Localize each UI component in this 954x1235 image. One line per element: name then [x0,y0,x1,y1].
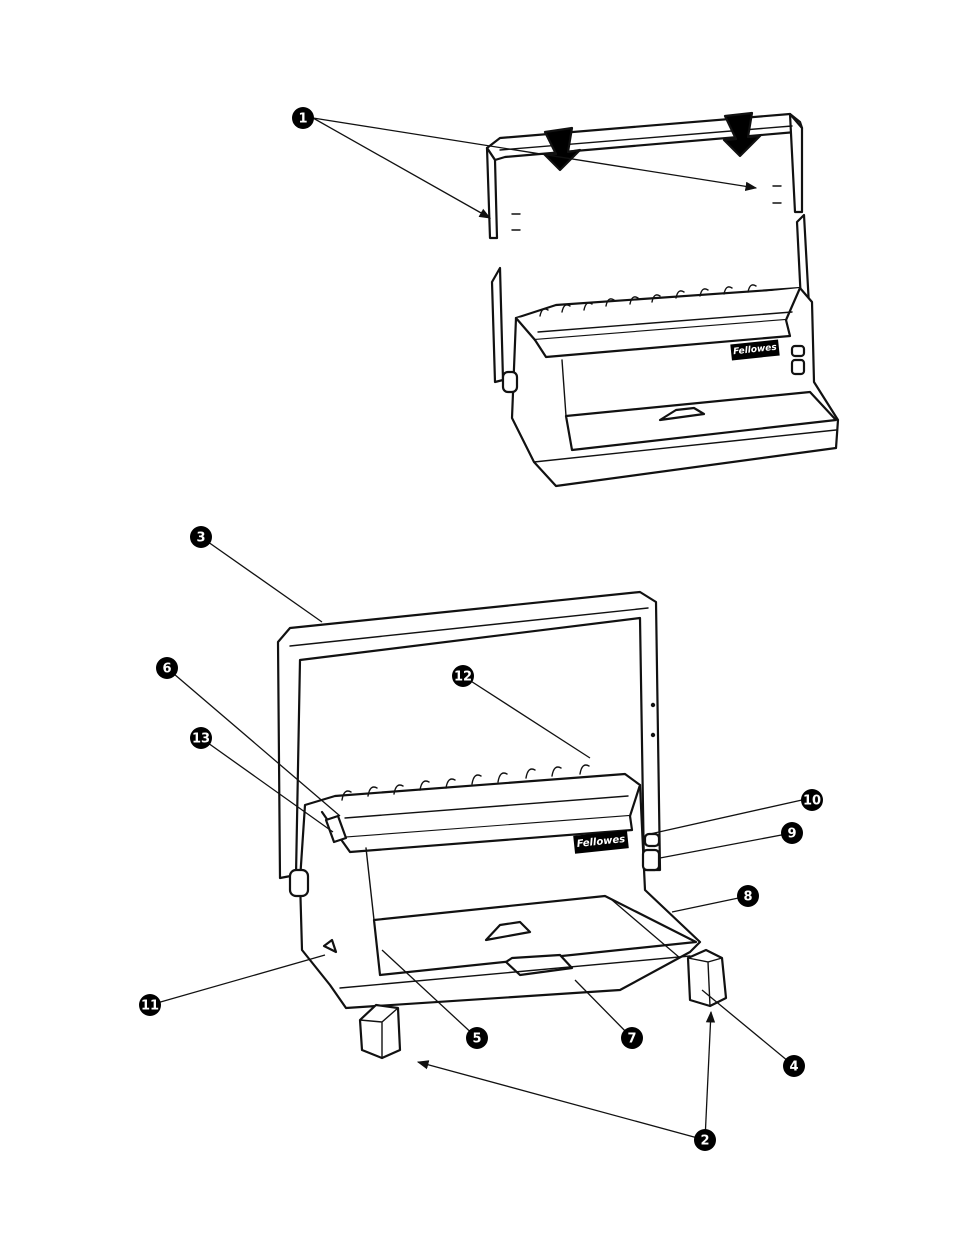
svg-text:8: 8 [743,890,752,905]
svg-text:2: 2 [700,1134,709,1149]
svg-text:4: 4 [789,1060,798,1075]
svg-text:3: 3 [196,531,205,546]
bottom-machine-body [290,774,700,1008]
callout-6: 6 [156,657,178,679]
callout-3: 3 [190,526,212,548]
svg-text:5: 5 [472,1032,481,1047]
callout-13: 13 [190,727,212,749]
top-handle [487,113,802,238]
callout-7: 7 [621,1027,643,1049]
callout-12: 12 [452,665,474,687]
svg-text:12: 12 [454,670,472,685]
right-foot [688,950,726,1006]
bottom-assembly-illustration: Fellowes [278,592,726,1058]
svg-text:10: 10 [803,794,821,809]
left-foot [360,1005,400,1058]
svg-text:11: 11 [141,999,159,1014]
svg-text:13: 13 [192,732,210,747]
callout-1: 1 [292,107,314,129]
top-assembly-illustration: Fellowes [487,113,838,486]
callout-4: 4 [783,1055,805,1077]
callout-5: 5 [466,1027,488,1049]
svg-text:9: 9 [787,827,796,842]
callout-9: 9 [781,822,803,844]
callout-10: 10 [801,789,823,811]
callout-2: 2 [694,1129,716,1151]
svg-text:6: 6 [162,662,171,677]
svg-text:7: 7 [627,1032,636,1047]
top-machine-body [503,288,838,486]
callout-11: 11 [139,994,161,1016]
callout-8: 8 [737,885,759,907]
svg-text:1: 1 [298,112,307,127]
